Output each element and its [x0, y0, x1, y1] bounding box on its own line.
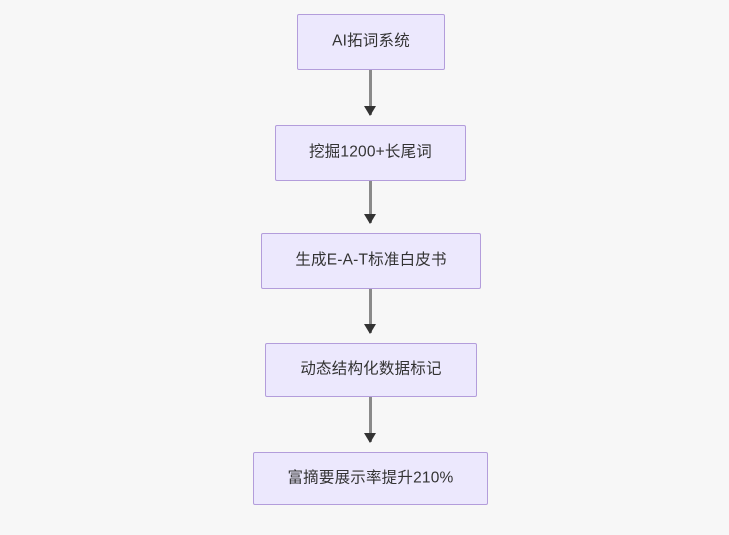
flowchart-edge-1 — [368, 70, 372, 115]
flowchart-node-4[interactable]: 动态结构化数据标记 — [265, 343, 477, 397]
flowchart-node-5-label: 富摘要展示率提升210% — [287, 469, 454, 487]
flowchart-edge-3 — [368, 289, 372, 333]
flowchart-node-4-label: 动态结构化数据标记 — [300, 360, 442, 378]
flowchart-node-5[interactable]: 富摘要展示率提升210% — [253, 452, 488, 505]
flowchart-node-2[interactable]: 挖掘1200+长尾词 — [275, 125, 466, 181]
flowchart-node-2-label: 挖掘1200+长尾词 — [308, 143, 433, 161]
flowchart-node-3[interactable]: 生成E-A-T标准白皮书 — [261, 233, 481, 289]
flowchart-edge-4 — [368, 397, 372, 442]
flowchart-edge-4-arrowhead-icon — [363, 433, 376, 443]
flowchart-edge-1-arrowhead-icon — [363, 106, 376, 116]
flowchart-edge-2 — [368, 181, 372, 223]
flowchart-edge-3-arrowhead-icon — [363, 324, 376, 334]
flowchart-node-3-label: 生成E-A-T标准白皮书 — [295, 251, 447, 269]
flowchart-node-1[interactable]: AI拓词系统 — [297, 14, 445, 70]
flowchart-node-1-label: AI拓词系统 — [332, 32, 410, 50]
flowchart-edge-2-arrowhead-icon — [363, 214, 376, 224]
